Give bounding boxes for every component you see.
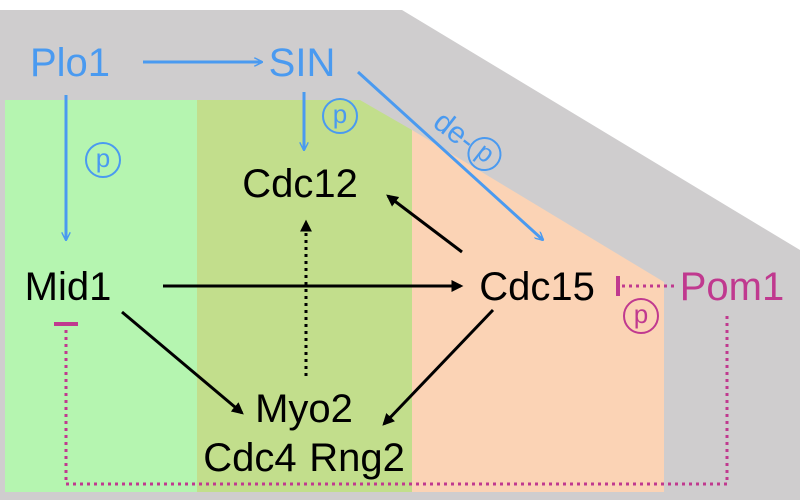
node-plo1: Plo1: [30, 41, 110, 85]
arrow-sin-to-cdc15: [356, 70, 543, 240]
phospho-label-pom1: p: [634, 299, 648, 329]
phospho-label-cdc12: p: [333, 99, 347, 129]
orange-region: [412, 130, 664, 492]
phospho-circle-icon: [322, 98, 358, 134]
green-region-light: [5, 100, 197, 492]
arrow-cdc15-to-rng2: [382, 308, 495, 426]
phospho-circle-icon: [467, 137, 502, 172]
node-cdc15: Cdc15: [479, 265, 595, 309]
phospho-circle-icon: [85, 142, 121, 178]
arrow-mid1-to-myo2: [121, 310, 244, 415]
arrow-cdc15-to-cdc12: [386, 194, 463, 254]
node-sin: SIN: [269, 41, 336, 85]
inhibition-pom1-to-mid1: [64, 316, 729, 486]
node-mid1: Mid1: [25, 265, 112, 309]
phospho-circle-icon: [623, 298, 659, 334]
node-pom1: Pom1: [680, 265, 785, 309]
node-cdc4: Cdc4: [203, 436, 296, 480]
phospho-label-mid1: p: [96, 143, 110, 173]
node-rng2: Rng2: [309, 436, 405, 480]
node-myo2: Myo2: [255, 387, 353, 431]
node-cdc12: Cdc12: [242, 162, 358, 206]
